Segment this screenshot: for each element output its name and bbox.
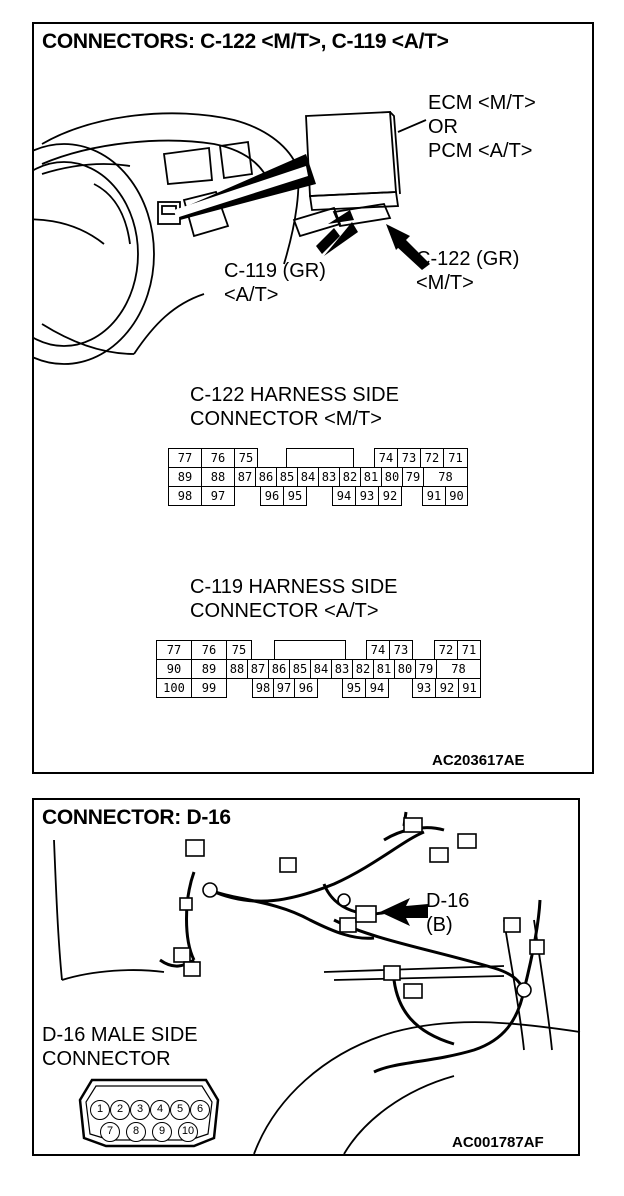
d16-pin: 1 xyxy=(90,1100,110,1120)
pin-cell: 86 xyxy=(268,659,290,679)
pin-cell: 78 xyxy=(423,467,468,487)
pin-cell: 75 xyxy=(234,448,258,468)
pin-cell: 85 xyxy=(276,467,298,487)
pin-cell: 92 xyxy=(378,486,402,506)
pin-cell: 71 xyxy=(443,448,468,468)
male-heading-line2: CONNECTOR xyxy=(42,1048,171,1070)
pin-cell: 82 xyxy=(339,467,361,487)
pin-cell: 86 xyxy=(255,467,277,487)
pin-cell: 73 xyxy=(397,448,421,468)
d16-pin: 3 xyxy=(130,1100,150,1120)
pin-cell: 75 xyxy=(226,640,252,660)
pin-cell: 77 xyxy=(156,640,192,660)
d16-pin: 4 xyxy=(150,1100,170,1120)
connector-key-slot xyxy=(286,448,354,468)
d16-label-line2: (B) xyxy=(426,914,453,936)
pin-cell: 90 xyxy=(156,659,192,679)
d16-pin: 10 xyxy=(178,1122,198,1142)
pin-cell: 84 xyxy=(310,659,332,679)
d16-pin: 2 xyxy=(110,1100,130,1120)
pin-cell: 81 xyxy=(360,467,382,487)
pin-cell: 95 xyxy=(342,678,366,698)
d16-pin: 5 xyxy=(170,1100,190,1120)
pin-cell: 93 xyxy=(355,486,379,506)
pin-cell: 80 xyxy=(394,659,416,679)
pin-cell: 96 xyxy=(294,678,318,698)
pin-cell: 85 xyxy=(289,659,311,679)
pin-cell: 83 xyxy=(331,659,353,679)
d16-label-line1: D-16 xyxy=(426,890,470,912)
pin-cell: 79 xyxy=(402,467,424,487)
ecm-label-line3: PCM <A/T> xyxy=(428,140,533,162)
pin-cell: 72 xyxy=(434,640,458,660)
pin-cell: 90 xyxy=(445,486,468,506)
pin-cell: 87 xyxy=(247,659,269,679)
c122-label-line2: <M/T> xyxy=(416,272,474,294)
pin-cell: 99 xyxy=(191,678,227,698)
panel1-title: CONNECTORS: C-122 <M/T>, C-119 <A/T> xyxy=(42,30,449,53)
c119-heading-line1: C-119 HARNESS SIDE xyxy=(190,576,398,598)
panel2-title: CONNECTOR: D-16 xyxy=(42,806,231,829)
pin-cell: 82 xyxy=(352,659,374,679)
pin-cell: 87 xyxy=(234,467,256,487)
panel-connectors-c122-c119: CONNECTORS: C-122 <M/T>, C-119 <A/T> xyxy=(32,22,594,774)
pin-cell: 83 xyxy=(318,467,340,487)
harness-illustration xyxy=(53,811,581,1155)
c122-heading-line1: C-122 HARNESS SIDE xyxy=(190,384,399,406)
pin-cell: 73 xyxy=(389,640,413,660)
pin-cell: 72 xyxy=(420,448,444,468)
pin-cell: 91 xyxy=(422,486,446,506)
pin-cell: 98 xyxy=(252,678,274,698)
pin-cell: 78 xyxy=(436,659,481,679)
pin-cell: 92 xyxy=(435,678,459,698)
pin-cell: 74 xyxy=(366,640,390,660)
pin-cell: 100 xyxy=(156,678,192,698)
pin-cell: 95 xyxy=(283,486,307,506)
figure-code-2: AC001787AF xyxy=(452,1134,544,1151)
c119-label-line2: <A/T> xyxy=(224,284,279,306)
pin-cell: 97 xyxy=(273,678,295,698)
c122-label-line1: C-122 (GR) xyxy=(416,248,520,270)
pin-cell: 71 xyxy=(457,640,481,660)
pin-cell: 88 xyxy=(201,467,235,487)
pin-cell: 88 xyxy=(226,659,248,679)
pin-cell: 93 xyxy=(412,678,436,698)
pin-cell: 76 xyxy=(201,448,235,468)
ecm-label-line1: ECM <M/T> xyxy=(428,92,536,114)
pin-cell: 77 xyxy=(168,448,202,468)
c119-heading-line2: CONNECTOR <A/T> xyxy=(190,600,379,622)
pin-cell: 96 xyxy=(260,486,284,506)
pin-cell: 98 xyxy=(168,486,202,506)
pin-cell: 79 xyxy=(415,659,437,679)
pin-cell: 80 xyxy=(381,467,403,487)
pin-cell: 81 xyxy=(373,659,395,679)
d16-pin: 6 xyxy=(190,1100,210,1120)
dashboard-illustration xyxy=(34,111,430,365)
panel-connector-d16: CONNECTOR: D-16 xyxy=(32,798,581,1156)
pin-cell: 94 xyxy=(365,678,389,698)
pin-cell: 89 xyxy=(191,659,227,679)
ecm-label-line2: OR xyxy=(428,116,458,138)
pin-cell: 94 xyxy=(332,486,356,506)
pin-cell: 76 xyxy=(191,640,227,660)
d16-pin: 7 xyxy=(100,1122,120,1142)
c119-connector-face: 77 76 75 74 73 72 71 90 89 88 87 86 85 8… xyxy=(156,640,486,710)
c122-heading-line2: CONNECTOR <M/T> xyxy=(190,408,382,430)
c122-connector-face: 77 76 75 74 73 72 71 89 88 87 86 85 84 8… xyxy=(168,448,488,518)
pin-cell: 91 xyxy=(458,678,481,698)
pin-cell: 84 xyxy=(297,467,319,487)
d16-pin: 8 xyxy=(126,1122,146,1142)
figure-code-1: AC203617AE xyxy=(432,752,525,769)
c119-label-line1: C-119 (GR) xyxy=(224,260,326,282)
connector-key-slot xyxy=(274,640,346,660)
pin-cell: 89 xyxy=(168,467,202,487)
pin-cell: 74 xyxy=(374,448,398,468)
d16-pin: 9 xyxy=(152,1122,172,1142)
male-heading-line1: D-16 MALE SIDE xyxy=(42,1024,198,1046)
pin-cell: 97 xyxy=(201,486,235,506)
